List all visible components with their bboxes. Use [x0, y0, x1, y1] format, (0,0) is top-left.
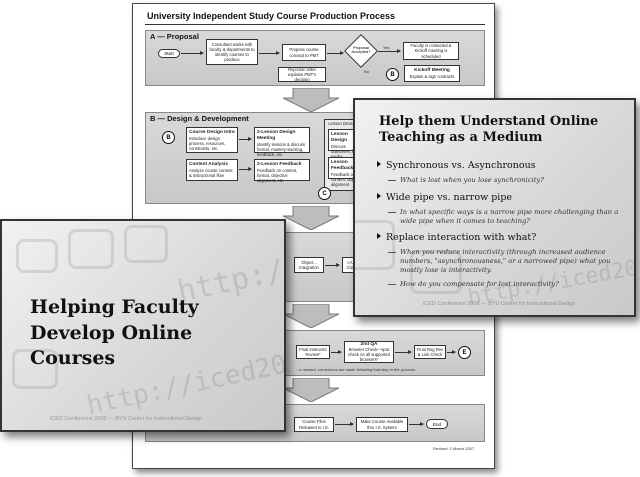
proposal-label: A — Proposal	[150, 32, 199, 41]
correction-note: ...s needed, corrections are made follow…	[296, 367, 416, 372]
final-reg-box: Final Reg Rev & Link Check	[414, 345, 446, 359]
proposal-section: A — Proposal Start Consultant works with…	[145, 30, 485, 86]
kickoff-title: Kickoff Meeting	[414, 68, 450, 74]
flow-arrow	[325, 263, 340, 267]
slide-right-title: Help them Understand Online Teaching as …	[379, 114, 599, 146]
start-node: Start	[158, 49, 180, 58]
flow-arrow	[239, 137, 252, 141]
qa-title: 2nd QA	[360, 341, 378, 347]
available-box: Make Course Available thru I.S. System	[356, 417, 408, 432]
lesson-feedback-title: 2-Lesson Feedback	[257, 162, 302, 167]
bullet-3-text: Replace interaction with what?	[386, 232, 537, 243]
kickoff-text: Explain & sign contracts	[409, 73, 455, 79]
bullet-1-text: Synchronous vs. Asynchronous	[386, 160, 536, 171]
end-node: End	[426, 419, 448, 429]
no-label: No	[364, 69, 370, 74]
design-label: B — Design & Development	[150, 114, 249, 123]
slide-online-teaching: http://iced2008.org/about-iced/ Help the…	[353, 98, 636, 317]
slide-left-footer: iCED Conference 2008 — BYU Center for In…	[50, 416, 203, 422]
decision-text: Proposal Accepted?	[351, 45, 371, 55]
final-review-box: Final Instructor Review*	[296, 345, 330, 359]
slide-left-title: Helping Faculty Develop Online Courses	[30, 295, 280, 372]
design-meeting-text: Identify lessons & discuss format, maste…	[257, 141, 305, 157]
connector-b: B	[162, 131, 175, 144]
qa-text: Browser Check—spot check on all supporte…	[348, 347, 390, 363]
flow-arrow	[395, 350, 412, 354]
consultant-box: Consultant works with faculty & departme…	[206, 39, 258, 65]
bullet-2: Wide pipe vs. narrow pipe	[377, 192, 512, 203]
propose-box: Propose course concept to PMT	[282, 44, 326, 61]
yes-label: Yes	[383, 45, 390, 50]
content-analysis-box: Content Analysis Analyze course content …	[186, 159, 238, 181]
watermark-home-tile	[12, 349, 58, 389]
bullet-3-sub-1: When you reduce interactivity (through i…	[388, 248, 625, 276]
bullet-2-text: Wide pipe vs. narrow pipe	[386, 192, 513, 203]
slide-right-footer: iCED Conference 2008 — BYU Center for In…	[423, 301, 576, 307]
flow-arrow	[327, 51, 344, 55]
design-intro-title: Course Design Intro	[189, 130, 235, 135]
watermark-tile	[68, 229, 114, 269]
rejection-box: Rejection letter explains PMT's decision	[278, 67, 326, 82]
watermark-home-tile	[355, 220, 395, 270]
flowchart-title: University Independent Study Course Prod…	[147, 11, 396, 21]
flow-arrow	[239, 167, 252, 171]
slide-left-title-line1: Helping Faculty	[30, 296, 199, 318]
bullet-icon	[377, 193, 381, 199]
watermark-tile	[124, 225, 168, 263]
flow-arrow	[259, 51, 280, 55]
slide-left-title-line2: Develop Online Courses	[30, 321, 193, 370]
design-intro-text: Introduce design process, resources, con…	[189, 135, 226, 151]
lesson-design-title: Lesson Design	[331, 132, 348, 143]
bullet-2-sub-1: In what specific ways is a narrow pipe m…	[388, 208, 625, 226]
bullet-1: Synchronous vs. Asynchronous	[377, 160, 536, 171]
flow-arrow	[378, 49, 401, 53]
connector-b: B	[386, 68, 399, 81]
lesson-feedback-box: 2-Lesson Feedback Feedback on content, f…	[254, 159, 310, 183]
lesson-fb-text: Feedback on content, objective alignment	[331, 171, 364, 187]
content-analysis-title: Content Analysis	[189, 162, 229, 167]
watermark-tile	[16, 239, 58, 273]
down-arrow	[283, 378, 339, 402]
lesson-fb-title: Lesson Feedback	[331, 160, 354, 171]
lesson-design-text: Discuss objectives, format, media	[331, 143, 365, 159]
content-analysis-text: Analyze course content & instructional f…	[189, 167, 233, 178]
flow-arrow	[335, 422, 354, 426]
down-arrow	[283, 206, 339, 230]
design-intro-box: Course Design Intro Introduce design pro…	[186, 127, 238, 153]
bullet-icon	[377, 233, 381, 239]
bullet-1-sub-1: What is lost when you lose synchronicity…	[388, 176, 625, 185]
watermark-tile	[410, 250, 462, 294]
design-meeting-title: 2-Lesson Design Meeting	[257, 130, 296, 141]
qa-box: 2nd QA Browser Check—spot check on all s…	[344, 341, 394, 363]
flow-arrow	[447, 350, 456, 354]
flow-arrow	[409, 422, 424, 426]
connector-c: C	[318, 187, 331, 200]
released-box: Course Files Released to I.S.	[294, 417, 334, 432]
bullet-icon	[377, 161, 381, 167]
flow-arrow	[181, 51, 204, 55]
revised-date: Revised: 2 March 2007	[433, 446, 475, 451]
connector-e: E	[458, 346, 471, 359]
faculty-contacted-box: Faculty is contacted & Kickoff meeting i…	[403, 42, 459, 60]
integration-box: Object... Integration	[294, 257, 324, 273]
title-divider	[145, 24, 485, 25]
down-arrow	[283, 304, 339, 328]
bullet-3: Replace interaction with what?	[377, 232, 536, 243]
down-arrow	[283, 88, 339, 112]
flow-arrow	[331, 350, 342, 354]
slide-helping-faculty: http://iced2008.org/about-iced/ http://i…	[0, 219, 286, 432]
kickoff-box: Kickoff Meeting Explain & sign contracts	[404, 65, 460, 82]
design-meeting-box: 2-Lesson Design Meeting Identify lessons…	[254, 127, 310, 157]
lesson-feedback-text: Feedback on content, format, objective a…	[257, 167, 298, 183]
bullet-3-sub-2: How do you compensate for lost interacti…	[388, 280, 625, 289]
